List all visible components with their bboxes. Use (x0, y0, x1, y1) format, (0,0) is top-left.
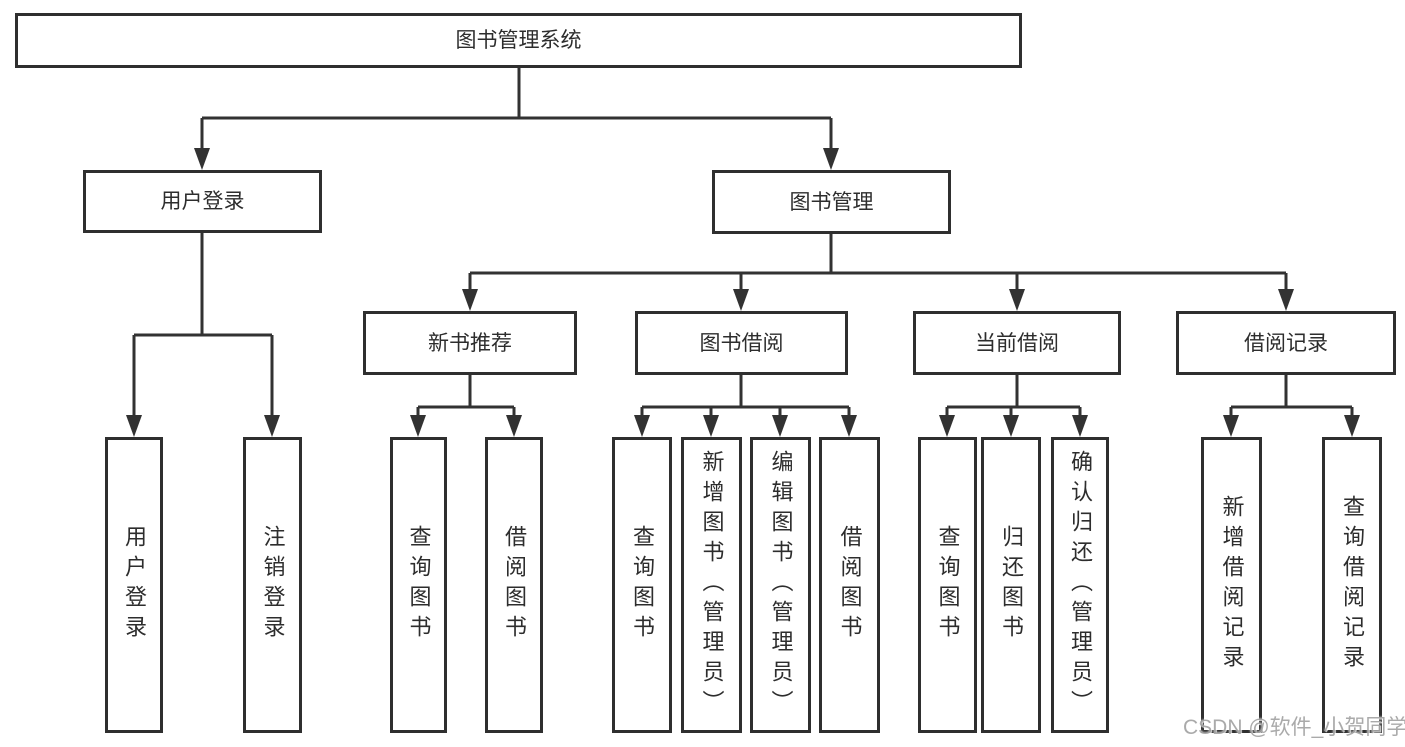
leaf-logout: 注销登录 (243, 437, 302, 733)
leaf-query-books-current: 查询图书 (918, 437, 977, 733)
leaf-query-books-borrowing: 查询图书 (612, 437, 672, 733)
node-label: 查询图书 (630, 525, 655, 645)
node-label: 查询图书 (406, 525, 432, 645)
leaf-query-borrow-record: 查询借阅记录 (1322, 437, 1382, 733)
node-label: 用户登录 (160, 190, 245, 213)
node-root: 图书管理系统 (15, 13, 1022, 68)
node-label: 用户登录 (122, 525, 147, 645)
node-label: 查询借阅记录 (1340, 495, 1365, 675)
node-label: 借阅图书 (502, 525, 527, 645)
node-label: 图书管理系统 (455, 29, 582, 52)
leaf-return-book: 归还图书 (981, 437, 1041, 733)
node-label: 图书借阅 (699, 331, 784, 355)
node-new-book-recommend: 新书推荐 (363, 311, 577, 375)
node-label: 查询图书 (935, 525, 961, 645)
leaf-edit-book-admin: 编辑图书（管理员） (750, 437, 811, 733)
leaf-user-login: 用户登录 (105, 437, 163, 733)
node-label: 编辑图书（管理员） (768, 450, 794, 720)
node-label: 图书管理 (789, 190, 874, 214)
node-book-borrowing: 图书借阅 (635, 311, 848, 375)
node-label: 新书推荐 (428, 331, 512, 355)
leaf-borrow-books-recommend: 借阅图书 (485, 437, 543, 733)
leaf-add-book-admin: 新增图书（管理员） (681, 437, 742, 733)
node-label: 借阅图书 (837, 525, 863, 645)
leaf-query-books-recommend: 查询图书 (390, 437, 447, 733)
node-book-management: 图书管理 (712, 170, 951, 234)
node-borrow-records: 借阅记录 (1176, 311, 1396, 375)
node-label: 当前借阅 (975, 331, 1059, 355)
node-label: 确认归还（管理员） (1068, 450, 1093, 720)
node-current-borrowing: 当前借阅 (913, 311, 1121, 375)
leaf-confirm-return-admin: 确认归还（管理员） (1051, 437, 1109, 733)
node-label: 新增借阅记录 (1219, 495, 1245, 675)
node-user-login: 用户登录 (83, 170, 322, 233)
node-label: 新增图书（管理员） (699, 450, 725, 720)
node-label: 归还图书 (999, 525, 1024, 645)
leaf-add-borrow-record: 新增借阅记录 (1201, 437, 1262, 733)
leaf-borrow-books: 借阅图书 (819, 437, 880, 733)
watermark: CSDN @软件_小贺同学 (1183, 716, 1405, 739)
node-label: 注销登录 (260, 525, 286, 645)
node-label: 借阅记录 (1244, 331, 1328, 355)
